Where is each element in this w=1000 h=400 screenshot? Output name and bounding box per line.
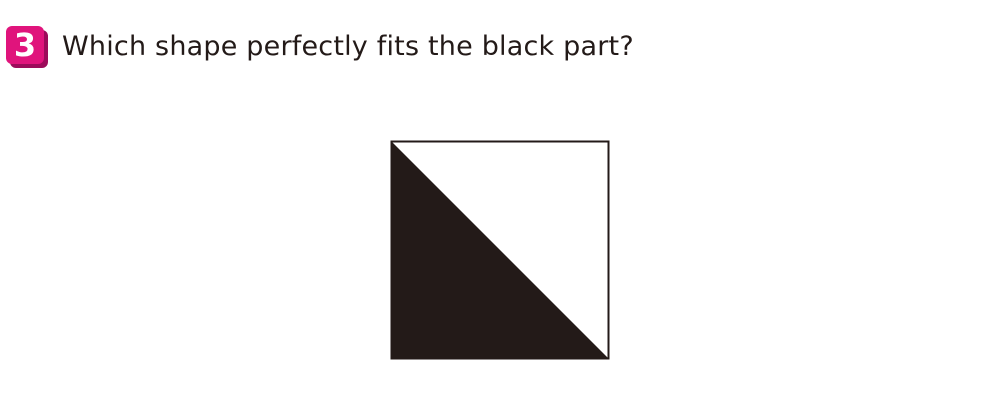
square-figure: [390, 140, 610, 360]
black-triangle: [391, 141, 609, 359]
question-number-badge: 3: [6, 26, 48, 68]
question-header: 3 Which shape perfectly fits the black p…: [6, 24, 634, 68]
question-text: Which shape perfectly fits the black par…: [62, 30, 634, 62]
question-number: 3: [6, 26, 44, 64]
